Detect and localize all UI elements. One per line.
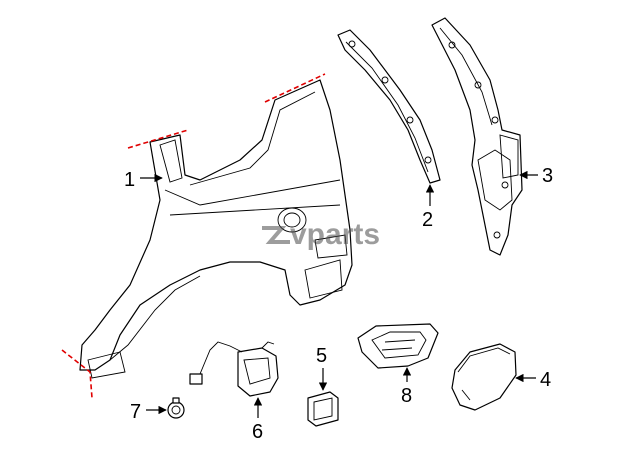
callout-label: 5 <box>316 345 327 367</box>
bracket <box>307 391 339 427</box>
inner-pillar-strip <box>337 29 441 184</box>
callout-label: 7 <box>130 401 141 423</box>
callout-8: 8 <box>401 367 412 407</box>
callout-4: 4 <box>515 369 551 391</box>
callout-label: 1 <box>124 169 135 191</box>
callout-label: 2 <box>422 209 433 231</box>
callout-3: 3 <box>519 165 553 187</box>
watermark-text: vparts <box>290 218 380 251</box>
fuel-door <box>451 343 517 411</box>
callout-label: 3 <box>542 165 553 187</box>
cut-lines <box>61 73 326 399</box>
fuel-filler-housing <box>357 323 439 369</box>
callout-6: 6 <box>252 397 263 443</box>
callout-7: 7 <box>130 401 167 423</box>
watermark: vparts <box>262 218 380 251</box>
inner-panel-assembly <box>431 17 523 256</box>
callout-label: 4 <box>540 369 551 391</box>
callout-2: 2 <box>422 184 435 231</box>
callout-label: 6 <box>252 421 263 443</box>
fuel-door-actuator <box>189 341 279 397</box>
callout-label: 8 <box>401 385 412 407</box>
retainer-clip <box>167 397 185 419</box>
quarter-panel <box>79 79 353 379</box>
callout-5: 5 <box>316 345 328 391</box>
callout-1: 1 <box>124 169 163 191</box>
